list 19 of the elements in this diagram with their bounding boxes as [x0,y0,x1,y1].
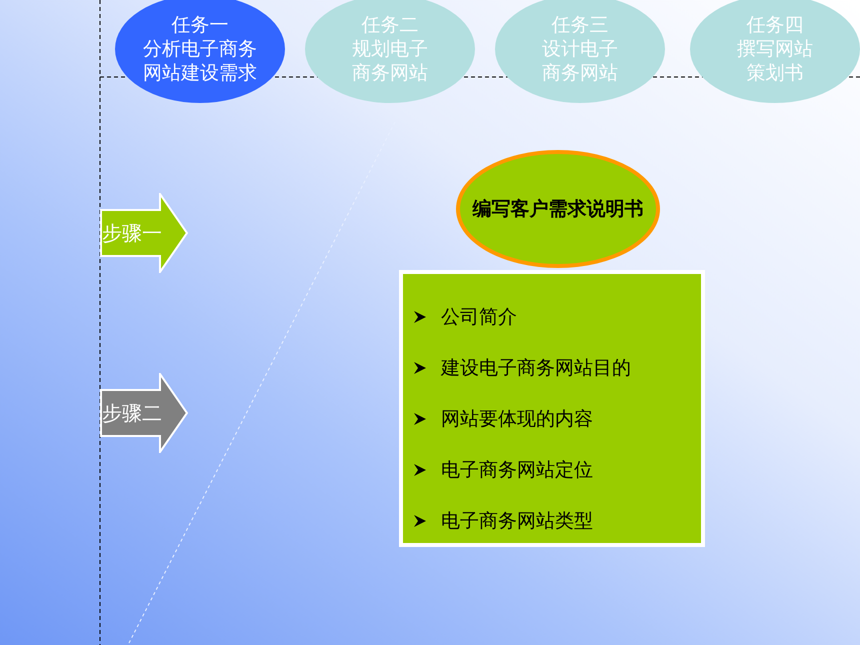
title-text: 编写客户需求说明书 [472,197,644,221]
list-item: 电子商务网站类型 [441,509,593,534]
list-item: 建设电子商务网站目的 [441,356,631,381]
task-heading: 任务三 [552,13,608,37]
list-panel [399,270,705,547]
task-heading: 任务四 [746,13,804,37]
task-text: 撰写网站策划书 [736,37,814,85]
step-arrow [100,373,188,453]
step-label: 步骤二 [102,400,162,427]
task-text: 规划电子商务网站 [351,37,429,85]
step-label: 步骤一 [102,220,162,247]
task-text: 设计电子商务网站 [541,37,619,85]
list-item: 电子商务网站定位 [441,458,593,483]
task-heading: 任务一 [172,13,228,37]
list-item: 网站要体现的内容 [441,407,593,432]
task-text: 分析电子商务网站建设需求 [142,37,258,85]
list-item: 公司简介 [441,305,517,330]
task-heading: 任务二 [362,13,418,37]
step-arrow [100,193,188,273]
